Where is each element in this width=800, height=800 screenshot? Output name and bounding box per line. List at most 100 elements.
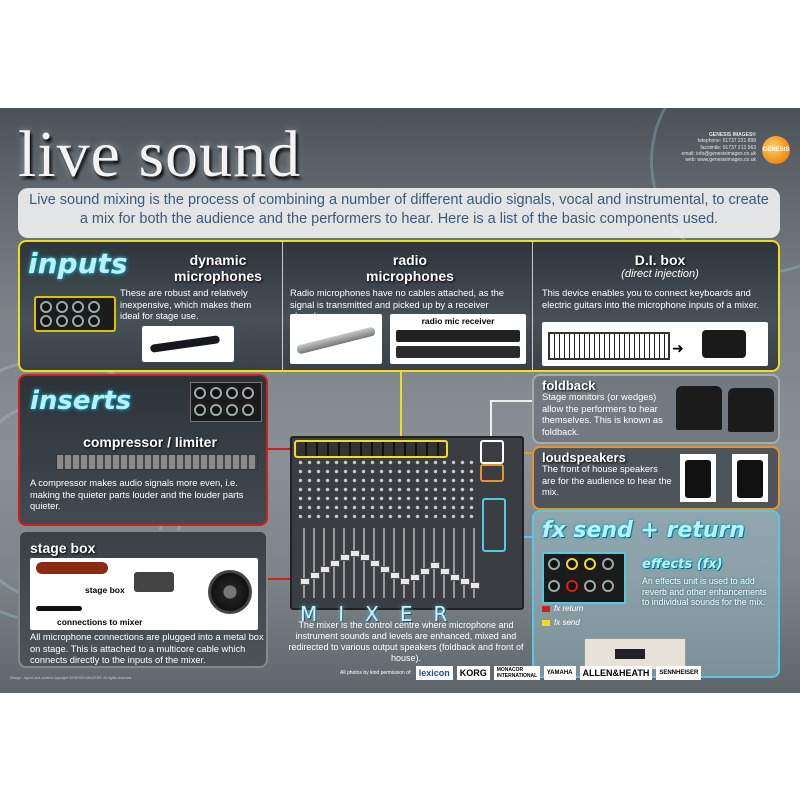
fader-track <box>383 528 385 598</box>
sponsor-bar: All photos by kind permission of: lexico… <box>340 666 702 680</box>
footer-copyright: Design - layout and content copyright GE… <box>10 676 133 680</box>
fader-track <box>423 528 425 598</box>
fader-cap <box>330 560 340 567</box>
fx-send-marker <box>542 620 550 626</box>
poster-title: live sound <box>18 118 302 191</box>
di-box-title: D.I. box <box>634 252 686 268</box>
publisher-fax: facsimile: 01737 213 563 <box>700 144 756 151</box>
sponsor-logo: YAMAHA <box>543 666 576 680</box>
divider <box>282 242 283 370</box>
fader-track <box>323 528 325 598</box>
sponsor-logo: lexicon <box>415 666 453 680</box>
dynamic-mic-title: dynamic microphones <box>174 252 262 284</box>
connector-line <box>490 400 492 440</box>
stage-monitor-icon <box>728 388 774 432</box>
connector-line <box>268 448 292 450</box>
fader-cap <box>380 566 390 573</box>
fader-track <box>403 528 405 598</box>
microphone-icon <box>36 606 82 611</box>
fader-track <box>353 528 355 598</box>
fader-cap <box>470 582 480 589</box>
fader-track <box>303 528 305 598</box>
fader-cap <box>350 550 360 557</box>
publisher-phone: telephone: 01737 221 898 <box>697 138 756 145</box>
fader-track <box>443 528 445 598</box>
receiver-unit-icon <box>396 346 520 358</box>
mixer-input-section <box>294 440 448 458</box>
publisher-email: email: info@genesisimages.co.uk <box>681 150 756 157</box>
fader-track <box>473 528 475 598</box>
fader-cap <box>450 574 460 581</box>
fader-cap <box>340 554 350 561</box>
fader-cap <box>400 578 410 585</box>
fader-cap <box>360 554 370 561</box>
fader-track <box>343 528 345 598</box>
fader-cap <box>410 574 420 581</box>
fader-track <box>463 528 465 598</box>
fader-cap <box>310 572 320 579</box>
fader-track <box>363 528 365 598</box>
sponsor-logo: SENNHEISER <box>656 666 702 680</box>
publisher-web: web: www.genesisimages.co.uk <box>685 157 756 164</box>
receiver-unit-icon <box>396 330 520 342</box>
sponsor-logo: KORG <box>456 666 490 680</box>
stage-box-label: stage box <box>82 584 128 596</box>
mixer-text: The mixer is the control centre where mi… <box>288 620 524 663</box>
inserts-subtitle: compressor / limiter <box>83 434 217 450</box>
credits-text: All photos by kind permission of: <box>340 670 412 676</box>
foldback-panel: foldback Stage monitors (or wedges) allo… <box>532 374 780 444</box>
stage-box-photo: stage box connections to mixer <box>30 558 258 630</box>
fader-cap <box>390 572 400 579</box>
publisher-info: GENESIS IMAGES© telephone: 01737 221 898… <box>681 132 756 163</box>
poster: live sound GENESIS IMAGES© telephone: 01… <box>0 108 800 693</box>
genesis-logo: GENESIS <box>762 136 790 164</box>
radio-receiver-photo: radio mic receiver <box>390 314 526 364</box>
fader-cap <box>460 578 470 585</box>
sponsor-logo: ALLEN&HEATH <box>579 666 653 680</box>
connector-line <box>490 400 534 402</box>
multicore-cable-icon <box>208 570 252 614</box>
fader-track <box>313 528 315 598</box>
inserts-text: A compressor makes audio signals more ev… <box>30 478 244 511</box>
radio-mic-photo <box>290 314 382 364</box>
compressor-unit-image <box>56 454 258 470</box>
fx-return-marker <box>542 606 550 612</box>
foldback-heading: foldback <box>542 378 596 393</box>
stage-monitor-icon <box>676 386 722 430</box>
loudspeakers-heading: loudspeakers <box>542 450 626 465</box>
stage-box-heading: stage box <box>30 540 96 556</box>
fader-cap <box>320 566 330 573</box>
dynamic-mic-photo <box>142 326 234 362</box>
di-box-device-icon <box>702 330 746 358</box>
keyboard-icon <box>548 332 670 360</box>
fader-cap <box>370 560 380 567</box>
speaker-icon <box>732 454 768 502</box>
fader-cap <box>440 568 450 575</box>
microphone-icon <box>149 335 221 353</box>
input-jacks-image <box>34 296 116 332</box>
radio-mic-title: radio microphones <box>366 252 454 284</box>
fx-heading: fx send + return <box>542 518 746 543</box>
connections-label: connections to mixer <box>54 616 146 628</box>
stage-box-panel: stage box stage box connections to mixer… <box>18 530 268 668</box>
fx-send-label: fx send <box>554 618 580 627</box>
fx-text: An effects unit is used to add reverb an… <box>642 576 767 608</box>
loudspeakers-text: The front of house speakers are for the … <box>542 464 672 497</box>
mixer-fx-section <box>482 498 506 552</box>
stage-box-device-icon <box>134 572 174 592</box>
mixer-output-section <box>480 464 504 482</box>
stage-box-text: All microphone connections are plugged i… <box>30 632 264 665</box>
fx-return-label: fx return <box>554 604 584 613</box>
inserts-panel: inserts compressor / limiter A compresso… <box>18 374 268 526</box>
di-box-subtitle: (direct injection) <box>621 268 699 280</box>
inserts-heading: inserts <box>30 386 132 416</box>
arrow-right-icon: ➜ <box>672 340 684 356</box>
fader-cap <box>430 562 440 569</box>
publisher-name: GENESIS IMAGES© <box>708 132 756 138</box>
wireless-microphone-icon <box>296 326 376 355</box>
mixer-image <box>290 436 524 610</box>
di-box-photo: ➜ <box>542 322 768 366</box>
fx-panel: fx send + return fx return fx send effec… <box>532 510 780 678</box>
inputs-heading: inputs <box>28 247 128 280</box>
dynamic-mic-text: These are robust and relatively inexpens… <box>120 288 252 321</box>
